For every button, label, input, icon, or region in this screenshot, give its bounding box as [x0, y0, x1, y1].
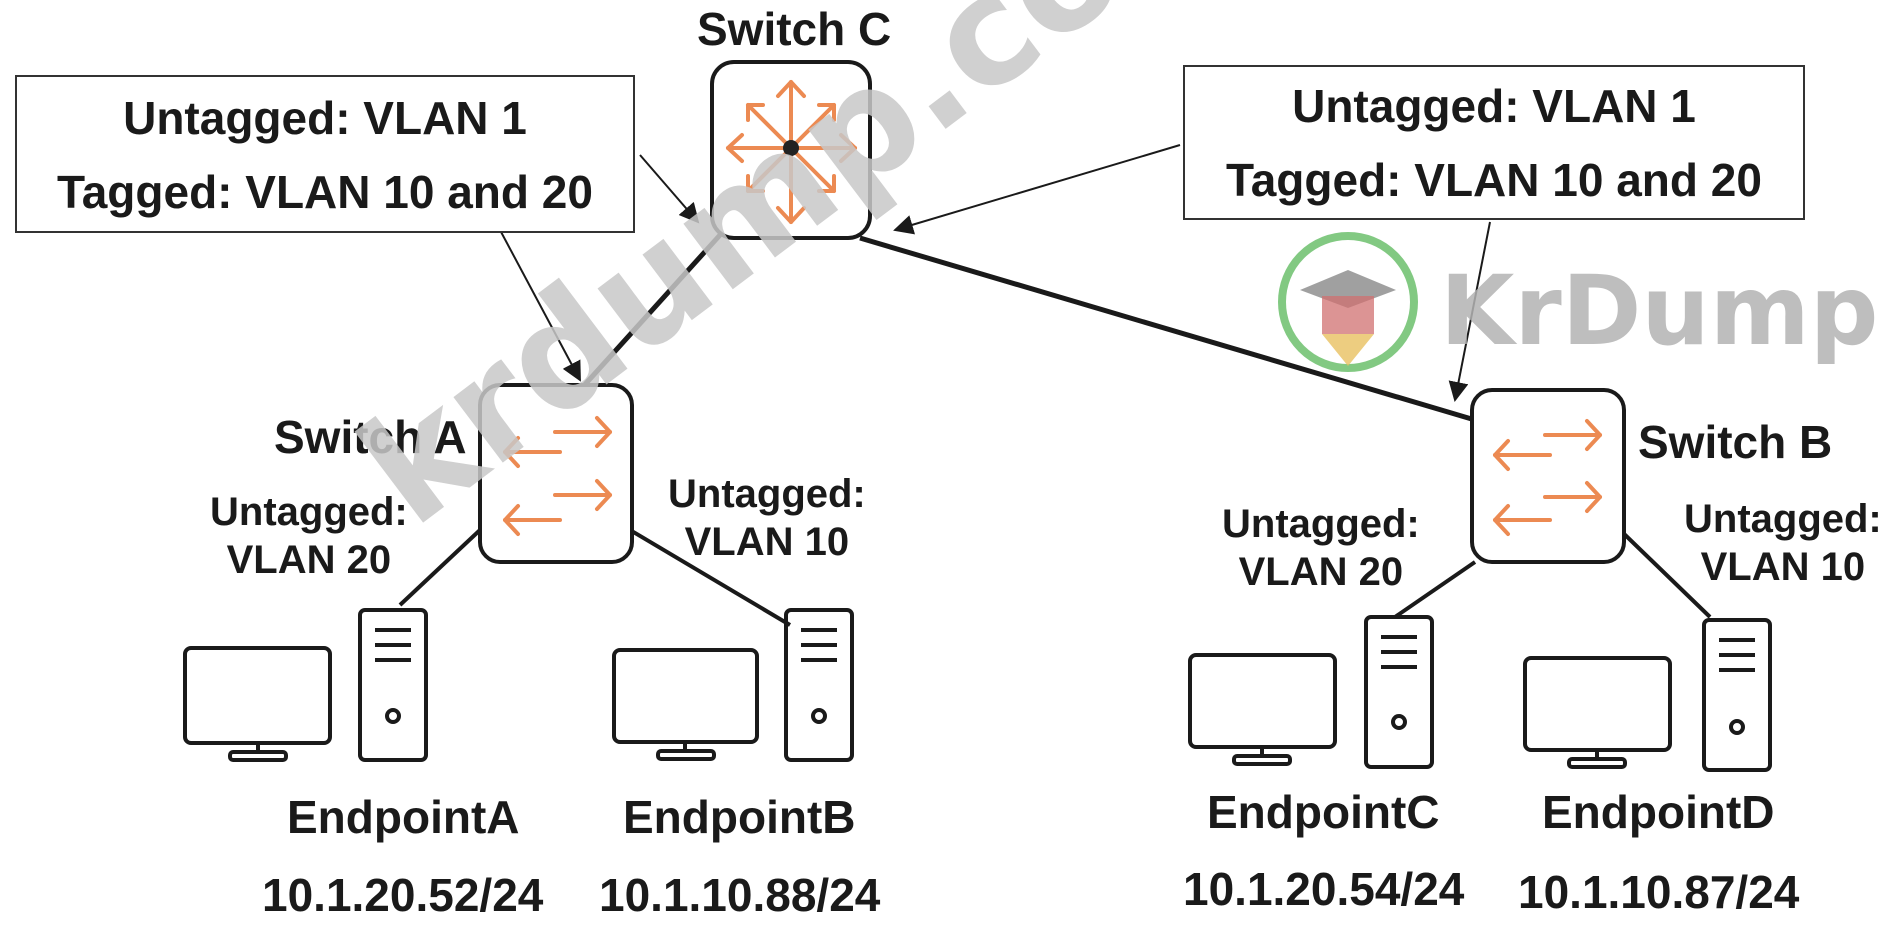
switch-b-right-port-label: Untagged: VLAN 10	[1684, 497, 1882, 589]
tower-pc-icon	[1702, 618, 1772, 772]
link-switch-b-to-endpoint-c	[1393, 560, 1477, 619]
switch-b-label: Switch B	[1638, 416, 1833, 468]
endpoint-b-name: EndpointB	[623, 791, 856, 843]
monitor-icon	[612, 648, 759, 761]
endpoint-a[interactable]	[183, 608, 428, 762]
endpoint-a-ip: 10.1.20.52/24	[262, 869, 544, 921]
switch-icon	[1493, 419, 1602, 536]
link-switch-b-to-endpoint-d	[1618, 528, 1712, 619]
trunk-left-tagged: Tagged: VLAN 10 and 20	[57, 166, 593, 218]
callout-right-pointer-to-switch-b	[1448, 221, 1491, 402]
endpoint-c-ip: 10.1.20.54/24	[1183, 863, 1465, 915]
link-switch-c-to-switch-b	[859, 235, 1476, 423]
router-icon	[726, 80, 857, 224]
trunk-right-untagged: Untagged: VLAN 1	[1292, 80, 1696, 132]
switch-a[interactable]	[478, 383, 634, 564]
link-switch-a-to-endpoint-b	[628, 528, 792, 627]
switch-b-left-port-label: Untagged: VLAN 20	[1222, 502, 1420, 594]
switch-c[interactable]	[710, 60, 872, 240]
callout-left-pointer-to-switch-a	[499, 229, 581, 382]
krdump-logo-icon	[1278, 232, 1418, 372]
endpoint-c-name: EndpointC	[1207, 786, 1440, 838]
switch-icon	[503, 416, 612, 536]
tower-pc-icon	[358, 608, 428, 762]
callout-left-pointer-to-switch-c	[639, 154, 700, 224]
endpoint-d-ip: 10.1.10.87/24	[1518, 866, 1800, 918]
endpoint-d[interactable]	[1523, 618, 1772, 772]
trunk-left-untagged: Untagged: VLAN 1	[123, 92, 527, 144]
endpoint-a-name: EndpointA	[287, 791, 520, 843]
link-switch-a-to-endpoint-a	[398, 528, 482, 607]
monitor-icon	[1523, 656, 1672, 769]
monitor-icon	[1188, 653, 1337, 766]
switch-c-label: Switch C	[697, 3, 892, 55]
endpoint-c[interactable]	[1188, 615, 1434, 769]
switch-b[interactable]	[1470, 388, 1626, 564]
endpoint-b[interactable]	[612, 608, 854, 762]
switch-a-label: Switch A	[274, 411, 467, 463]
trunk-callout-right: Untagged: VLAN 1 Tagged: VLAN 10 and 20	[1183, 65, 1805, 220]
monitor-icon	[183, 646, 332, 762]
endpoint-d-name: EndpointD	[1542, 786, 1775, 838]
watermark-brand: KrDump	[1440, 255, 1879, 367]
trunk-callout-left: Untagged: VLAN 1 Tagged: VLAN 10 and 20	[15, 75, 635, 233]
switch-a-left-port-label: Untagged: VLAN 20	[210, 490, 408, 582]
link-switch-c-to-switch-a	[578, 233, 722, 392]
trunk-right-tagged: Tagged: VLAN 10 and 20	[1226, 154, 1762, 206]
tower-pc-icon	[784, 608, 854, 762]
tower-pc-icon	[1364, 615, 1434, 769]
endpoint-b-ip: 10.1.10.88/24	[599, 869, 881, 921]
switch-a-right-port-label: Untagged: VLAN 10	[668, 472, 866, 564]
callout-right-pointer-to-switch-c	[893, 144, 1181, 235]
